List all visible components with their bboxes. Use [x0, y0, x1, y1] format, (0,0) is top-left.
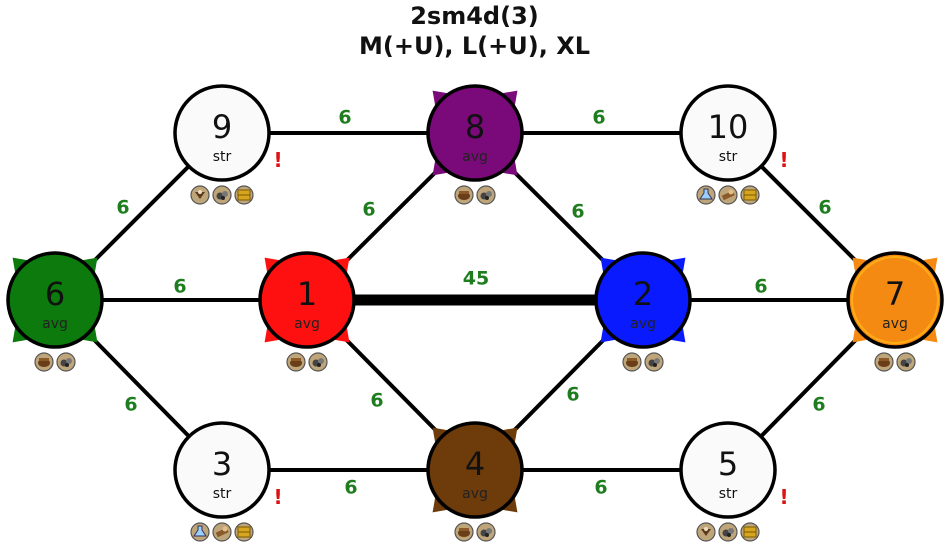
- potion-icon: [190, 522, 210, 542]
- node-9-type: str: [213, 149, 232, 165]
- node-4-type: avg: [462, 486, 488, 502]
- edge-label-3-4: 6: [344, 477, 357, 499]
- node-6[interactable]: 6 avg: [6, 251, 104, 372]
- edge-label-10-7: 6: [818, 197, 831, 219]
- edge-label-7-5: 6: [812, 394, 825, 416]
- edge-label-6-1: 6: [173, 276, 186, 298]
- bag-icon: [454, 185, 474, 205]
- edge-label-4-2: 6: [566, 384, 579, 406]
- edge-label-1-4: 6: [370, 390, 383, 412]
- edge-label-2-7: 6: [754, 276, 767, 298]
- node-6-circle: [6, 251, 104, 349]
- node-10-alert-icon: !: [779, 148, 788, 172]
- node-8[interactable]: 8 avg: [426, 84, 524, 205]
- node-3-resource-icons: [190, 522, 254, 542]
- edge-label-1-2: 45: [463, 268, 489, 290]
- node-8-circle: [426, 84, 524, 182]
- bag-icon: [874, 352, 894, 372]
- ore-icon: [308, 352, 328, 372]
- node-10-number: 10: [708, 108, 749, 146]
- node-1-resource-icons: [286, 352, 328, 372]
- edge-label-4-5: 6: [594, 477, 607, 499]
- bag-icon: [34, 352, 54, 372]
- node-6-resource-icons: [34, 352, 76, 372]
- node-10[interactable]: 10 str!: [679, 84, 789, 205]
- node-9[interactable]: 9 str!: [173, 84, 283, 205]
- node-4[interactable]: 4 avg: [426, 421, 524, 542]
- diagram-title: 2sm4d(3): [410, 2, 539, 30]
- node-10-type: str: [719, 149, 738, 165]
- ore-icon: [212, 185, 232, 205]
- arrow-icon: [696, 522, 716, 542]
- bag-icon: [622, 352, 642, 372]
- node-9-circle: [173, 84, 271, 182]
- node-1-circle: [258, 251, 356, 349]
- node-5-circle: [679, 421, 777, 519]
- node-6-type: avg: [42, 316, 68, 332]
- node-6-number: 6: [45, 275, 65, 313]
- potion-icon: [696, 185, 716, 205]
- ore-icon: [718, 522, 738, 542]
- node-9-number: 9: [212, 108, 232, 146]
- node-3-type: str: [213, 486, 232, 502]
- arrow-icon: [190, 185, 210, 205]
- node-8-resource-icons: [454, 185, 496, 205]
- bag-icon: [286, 352, 306, 372]
- node-10-circle: [679, 84, 777, 182]
- node-7[interactable]: 7 avg: [846, 251, 944, 372]
- node-1[interactable]: 1 avg: [258, 251, 356, 372]
- node-10-resource-icons: [696, 185, 760, 205]
- gold-icon: [234, 185, 254, 205]
- ore-icon: [56, 352, 76, 372]
- node-3[interactable]: 3 str!: [173, 421, 283, 542]
- node-5-resource-icons: [696, 522, 760, 542]
- diagram-subtitle: M(+U), L(+U), XL: [359, 32, 590, 60]
- node-2-type: avg: [630, 316, 656, 332]
- node-1-number: 1: [297, 275, 317, 313]
- bag-icon: [454, 522, 474, 542]
- node-2-number: 2: [633, 275, 653, 313]
- node-7-resource-icons: [874, 352, 916, 372]
- node-2-circle: [594, 251, 692, 349]
- node-4-resource-icons: [454, 522, 496, 542]
- node-2-resource-icons: [622, 352, 664, 372]
- node-1-type: avg: [294, 316, 320, 332]
- ore-icon: [476, 185, 496, 205]
- ore-icon: [476, 522, 496, 542]
- node-7-circle: [846, 251, 944, 349]
- wood-icon: [718, 185, 738, 205]
- node-5[interactable]: 5 str!: [679, 421, 789, 542]
- gold-icon: [740, 185, 760, 205]
- node-5-alert-icon: !: [779, 485, 788, 509]
- edge-label-6-3: 6: [124, 394, 137, 416]
- edge-label-9-8: 6: [338, 107, 351, 129]
- edge-label-8-1: 6: [362, 199, 375, 221]
- node-3-alert-icon: !: [273, 485, 282, 509]
- edge-label-8-2: 6: [571, 201, 584, 223]
- node-3-circle: [173, 421, 271, 519]
- node-2[interactable]: 2 avg: [594, 251, 692, 372]
- node-7-number: 7: [885, 275, 905, 313]
- edge-label-9-6: 6: [116, 197, 129, 219]
- node-7-type: avg: [882, 316, 908, 332]
- wood-icon: [212, 522, 232, 542]
- gold-icon: [234, 522, 254, 542]
- node-3-number: 3: [212, 445, 232, 483]
- gold-icon: [740, 522, 760, 542]
- node-9-resource-icons: [190, 185, 254, 205]
- node-4-number: 4: [465, 445, 485, 483]
- ore-icon: [644, 352, 664, 372]
- node-5-number: 5: [718, 445, 738, 483]
- node-9-alert-icon: !: [273, 148, 282, 172]
- node-8-type: avg: [462, 149, 488, 165]
- node-5-type: str: [719, 486, 738, 502]
- node-4-circle: [426, 421, 524, 519]
- node-8-number: 8: [465, 108, 485, 146]
- ore-icon: [896, 352, 916, 372]
- edge-label-8-10: 6: [592, 107, 605, 129]
